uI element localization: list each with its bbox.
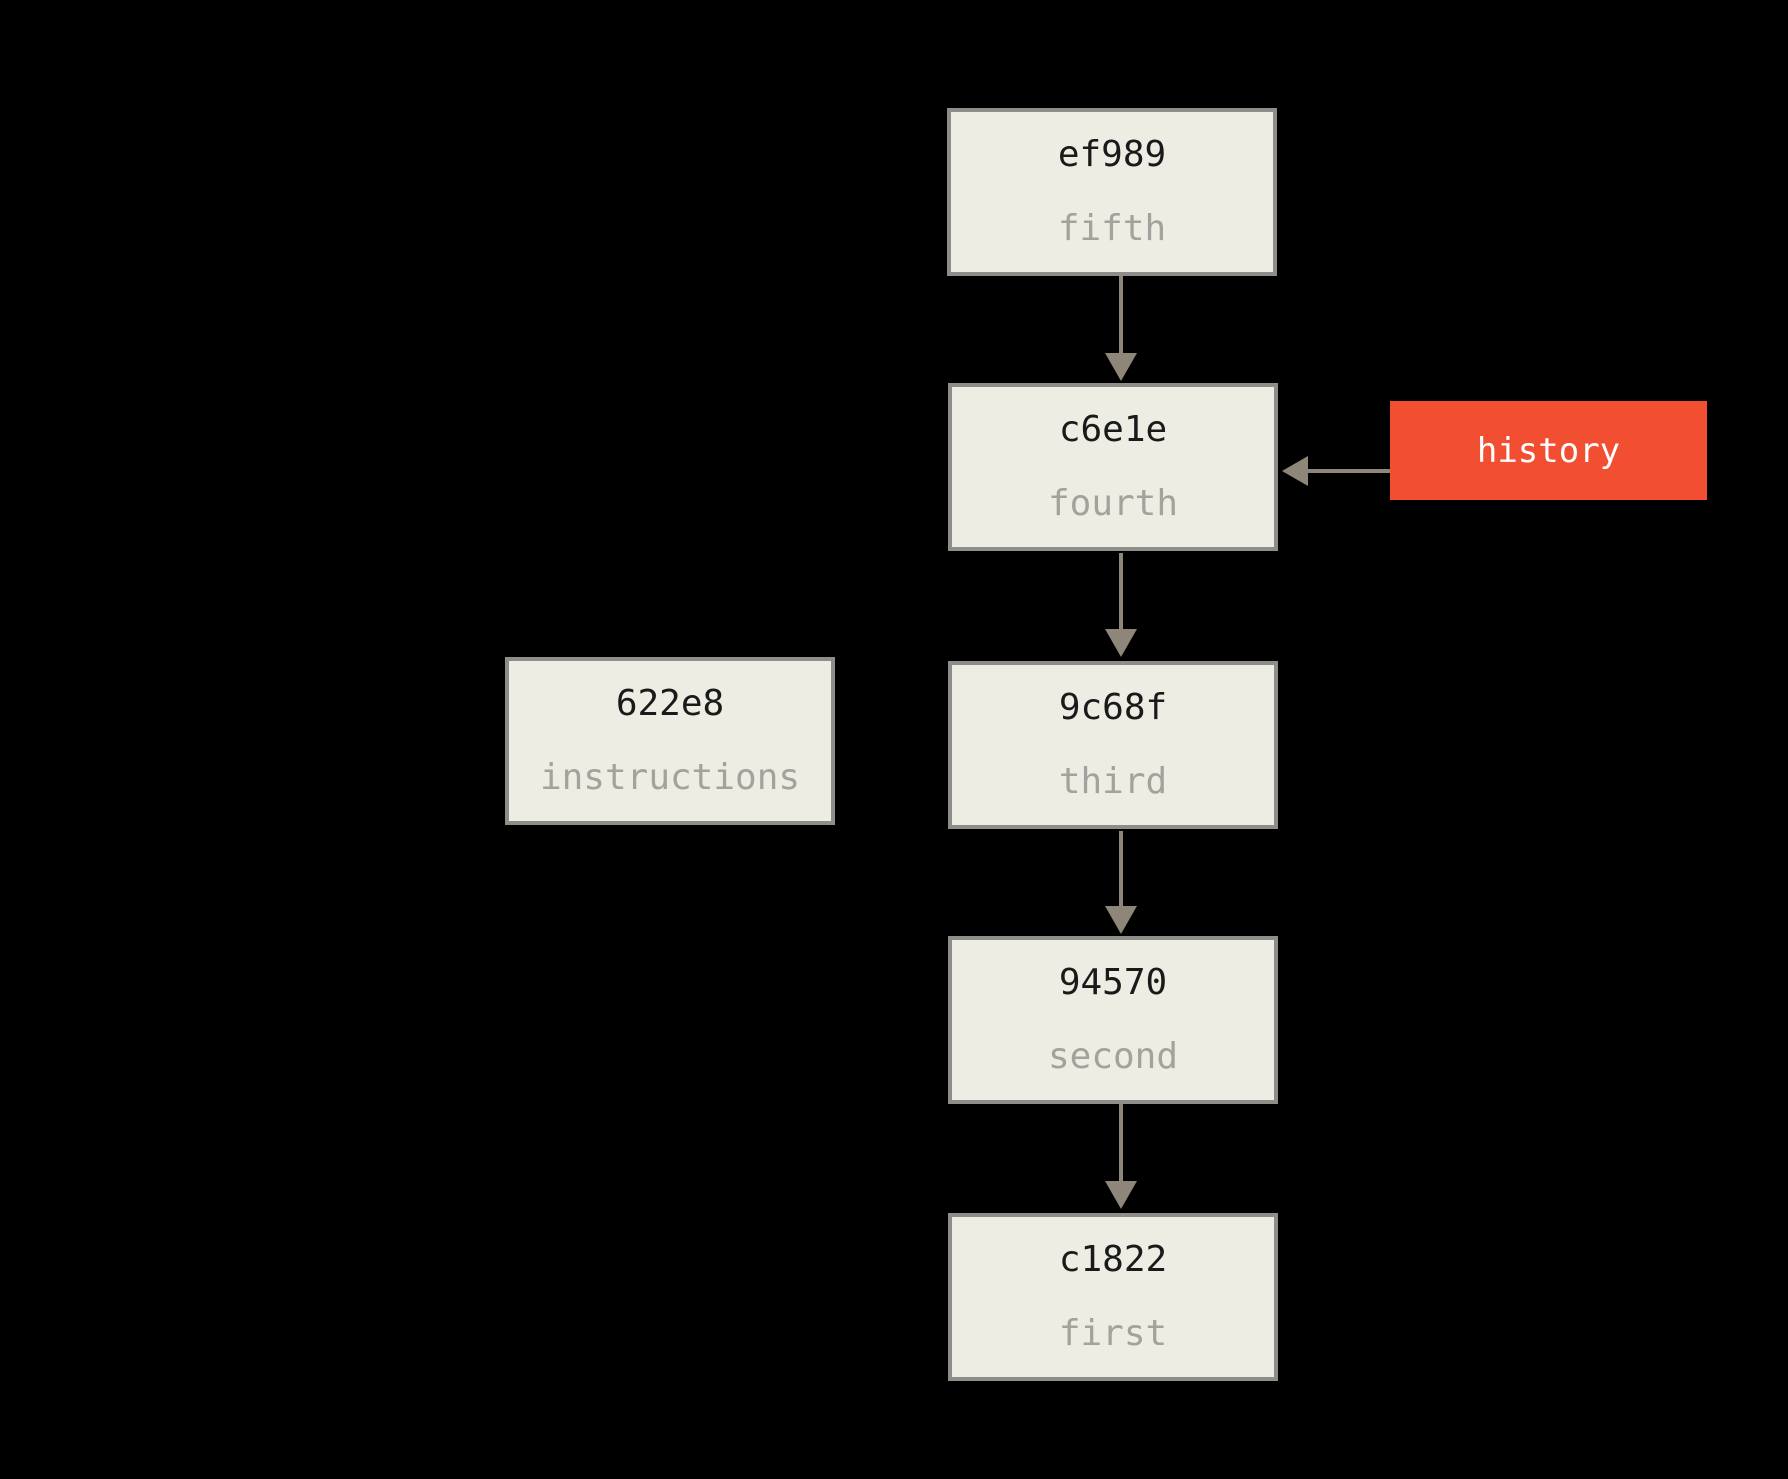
commit-message: first — [1058, 1313, 1168, 1354]
commit-hash: 94570 — [1058, 962, 1168, 1003]
arrow-down-icon — [1105, 629, 1137, 657]
commit-hash: 9c68f — [1058, 687, 1168, 728]
ref-label-history: history — [1390, 401, 1707, 500]
arrow-down-icon — [1105, 353, 1137, 381]
commit-hash: c1822 — [1058, 1239, 1168, 1280]
commit-box-94570: 94570 second — [948, 936, 1278, 1104]
edge-line — [1119, 276, 1123, 353]
commit-box-9c68f: 9c68f third — [948, 661, 1278, 829]
commit-message: second — [1047, 1036, 1179, 1077]
ref-label-text: history — [1476, 430, 1621, 471]
commit-message: third — [1058, 761, 1168, 802]
commit-hash: ef989 — [1057, 134, 1167, 175]
commit-box-ef989: ef989 fifth — [947, 108, 1277, 276]
arrow-down-icon — [1105, 1181, 1137, 1209]
arrow-left-icon — [1282, 456, 1308, 486]
commit-message: fifth — [1057, 208, 1167, 249]
arrow-down-icon — [1105, 906, 1137, 934]
commit-box-622e8: 622e8 instructions — [505, 657, 835, 825]
edge-line — [1119, 831, 1123, 907]
commit-box-c6e1e: c6e1e fourth — [948, 383, 1278, 551]
commit-hash: c6e1e — [1058, 409, 1168, 450]
commit-message: fourth — [1047, 483, 1179, 524]
commit-box-c1822: c1822 first — [948, 1213, 1278, 1381]
edge-line — [1306, 469, 1390, 473]
edge-line — [1119, 553, 1123, 630]
commit-message: instructions — [539, 757, 801, 798]
commit-hash: 622e8 — [615, 683, 725, 724]
edge-line — [1119, 1104, 1123, 1182]
